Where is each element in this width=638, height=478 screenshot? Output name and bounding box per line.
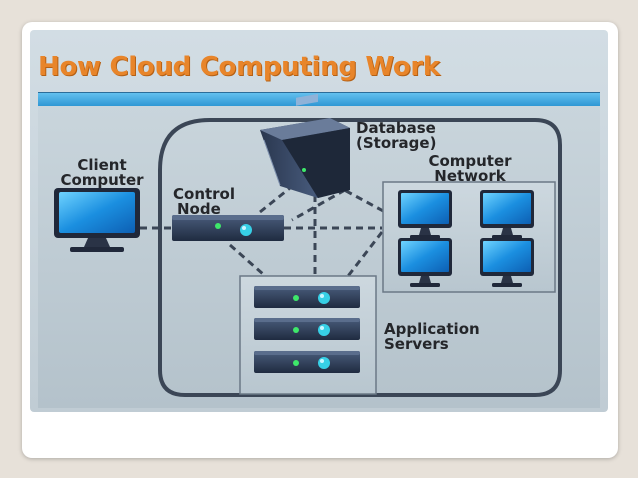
database-label-line-1: Database [356,119,436,137]
client-label-line-2: Computer [60,171,144,189]
server-icon-3 [254,351,360,373]
database-label: Database (Storage) [356,121,486,151]
servers-label-line-1: Application [384,320,480,338]
computer-network-label: Computer Network [400,154,540,184]
client-computer-icon [54,188,140,252]
network-label-line-2: Network [434,167,506,185]
client-computer-label: Client Computer [52,158,152,188]
control-label-line-1: Control [173,185,236,203]
control-node-label: Control Node [173,187,263,217]
control-node-icon [172,215,284,241]
cloud-boundary [158,118,562,397]
server-icon-2 [254,318,360,340]
connection-lines [140,183,401,284]
network-label-line-1: Computer [428,152,512,170]
client-label-line-1: Client [77,156,127,174]
server-icon-1 [254,286,360,308]
database-tower-icon [260,93,350,198]
control-label-line-2: Node [177,200,221,218]
application-servers-label: Application Servers [384,322,534,352]
slide-title: How Cloud Computing Work [38,52,440,82]
servers-label-line-2: Servers [384,335,449,353]
database-label-line-2: (Storage) [356,134,437,152]
